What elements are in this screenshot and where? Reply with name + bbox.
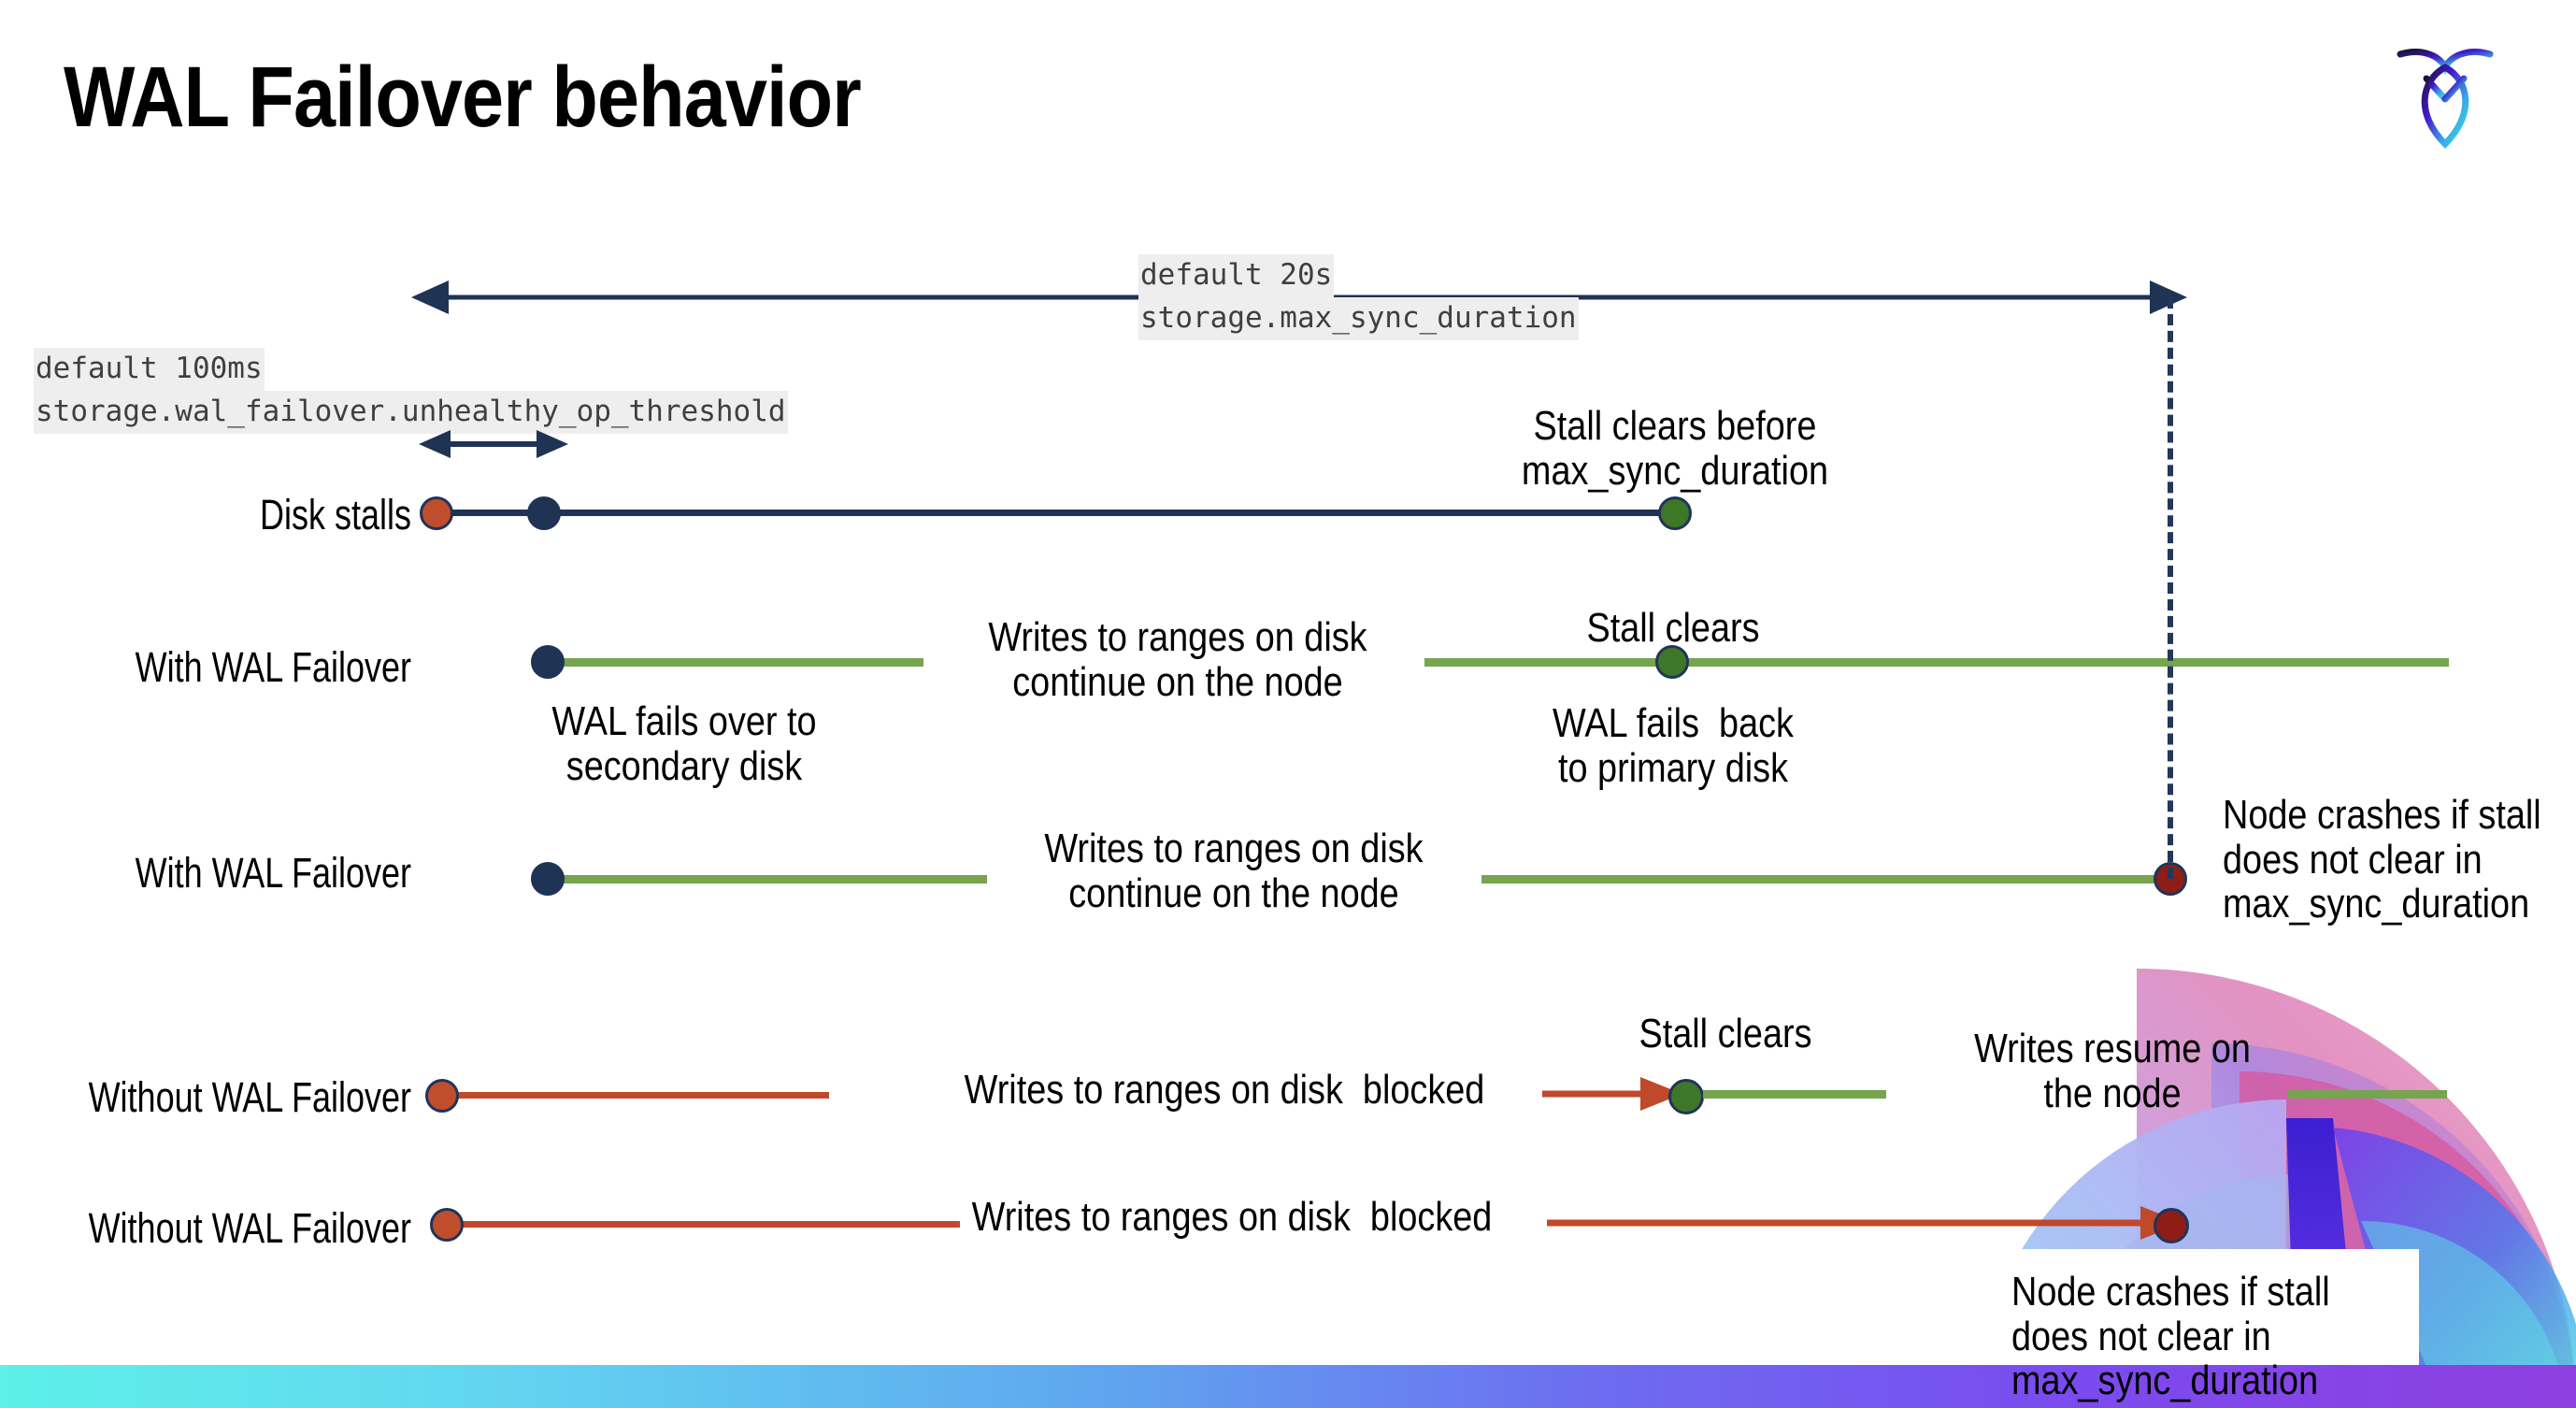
callout-max-sync-duration: default 20s storage.max_sync_duration [1138, 254, 1579, 340]
row-label-without-wal-failover-1: Without WAL Failover [88, 1073, 411, 1121]
wal-failover-start-marker-row2 [531, 645, 565, 679]
without-failover-row2-blocked-segment-a [455, 1221, 960, 1228]
cockroachdb-logo-icon [2389, 32, 2501, 153]
with-failover-row2-segment-b [1481, 875, 2175, 884]
stall-clears-marker-row1 [1658, 496, 1692, 530]
without-failover-row1-blocked-arrow [1542, 1073, 1682, 1114]
row-label-disk-stalls: Disk stalls [259, 491, 411, 539]
row-label-with-wal-failover-1: With WAL Failover [135, 643, 412, 691]
callout-unhealthy-op-threshold: default 100ms storage.wal_failover.unhea… [34, 348, 788, 434]
annotation-writes-resume: Writes resume on the node [1974, 1026, 2251, 1116]
annotation-writes-blocked-1: Writes to ranges on disk blocked [964, 1067, 1485, 1113]
annotation-stall-clears-before: Stall clears before max_sync_duration [1521, 403, 1829, 494]
node-crash-marker-row3 [2154, 862, 2187, 896]
without-failover-row1-resume-segment-far [2288, 1090, 2447, 1099]
node-crash-marker-row5 [2154, 1208, 2189, 1243]
wal-failover-start-marker-row3 [531, 862, 565, 896]
page-title: WAL Failover behavior [64, 50, 862, 145]
annotation-stall-clears-2: Stall clears [1639, 1011, 1812, 1056]
without-failover-row1-resume-segment [1703, 1090, 1886, 1099]
disk-stall-start-marker-row4 [425, 1079, 459, 1113]
annotation-writes-continue-1: Writes to ranges on disk continue on the… [988, 614, 1367, 705]
without-failover-row1-blocked-segment-a [455, 1092, 829, 1099]
wal-failover-trigger-marker [527, 496, 561, 530]
callout-unhealthy-line2: storage.wal_failover.unhealthy_op_thresh… [34, 390, 788, 434]
unhealthy-threshold-span-arrow [419, 425, 568, 463]
row-label-with-wal-failover-2: With WAL Failover [135, 849, 412, 897]
disk-stall-start-marker-row5 [430, 1208, 464, 1242]
callout-unhealthy-line1: default 100ms [34, 348, 265, 391]
bottom-gradient-bar [0, 1365, 2576, 1408]
without-failover-row2-blocked-arrow [1547, 1202, 2182, 1243]
annotation-wal-fails-over: WAL fails over to secondary disk [551, 698, 817, 789]
stall-clears-marker-row2 [1655, 645, 1689, 679]
callout-max-sync-line1: default 20s [1138, 254, 1335, 297]
annotation-stall-clears-1: Stall clears [1586, 605, 1760, 651]
annotation-node-crashes-1: Node crashes if stall does not clear in … [2223, 792, 2541, 927]
with-failover-row2-segment-a [550, 875, 987, 884]
annotation-writes-continue-2: Writes to ranges on disk continue on the… [1044, 826, 1424, 916]
row-label-without-wal-failover-2: Without WAL Failover [88, 1204, 411, 1252]
stall-clears-marker-row4 [1668, 1079, 1704, 1114]
callout-max-sync-line2: storage.max_sync_duration [1138, 296, 1579, 340]
annotation-node-crashes-2: Node crashes if stall does not clear in … [2011, 1269, 2330, 1404]
disk-stalls-timeline [437, 510, 1681, 516]
with-failover-row1-segment-a [550, 658, 923, 667]
annotation-writes-blocked-2: Writes to ranges on disk blocked [971, 1194, 1493, 1240]
disk-stall-start-marker [420, 496, 453, 530]
with-failover-row1-segment-b [1424, 658, 2449, 667]
annotation-wal-fails-back: WAL fails back to primary disk [1553, 700, 1794, 791]
max-sync-deadline-dashed-line [2168, 297, 2173, 879]
